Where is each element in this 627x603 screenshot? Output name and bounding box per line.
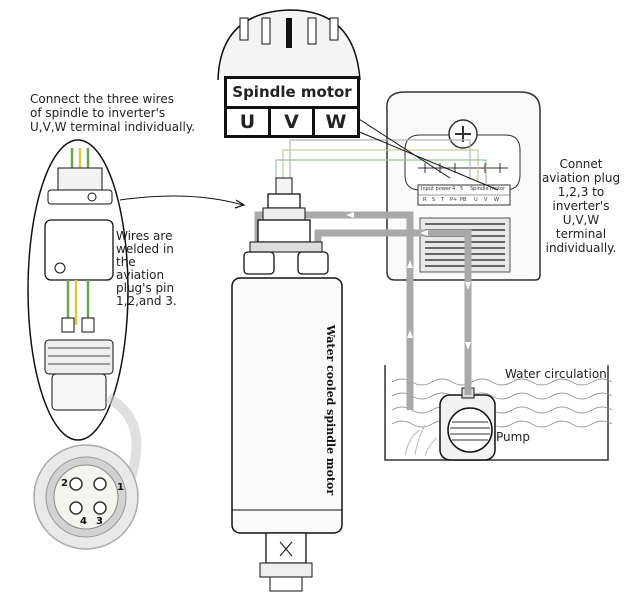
pump-label: Pump <box>496 430 530 444</box>
inverter-label-w: W <box>494 197 499 203</box>
plug-pin-4: 4 <box>80 516 87 527</box>
inverter-label-5: 5 <box>460 186 464 192</box>
right-instruction: Connet aviation plug 1,2,3 to inverter's… <box>541 157 621 255</box>
wires-note: Wires are welded in the aviation plug's … <box>116 229 177 308</box>
inverter-label-4: 4 <box>452 186 456 192</box>
spindle-motor <box>231 177 343 592</box>
left-instruction: Connect the three wires of spindle to in… <box>30 92 196 134</box>
plug-pin-3: 3 <box>96 516 103 527</box>
terminal-zoom-callout <box>217 9 361 81</box>
inverter-wires <box>275 139 487 184</box>
inverter-label-t: T <box>441 197 445 203</box>
plug-pin-1: 1 <box>117 482 124 493</box>
inverter-label-v: V <box>484 197 488 203</box>
inverter-label-input-power: Input power <box>421 186 451 192</box>
water-circulation-label: Water circulation <box>505 367 607 381</box>
spindle-motor-terminal-box: Spindle motor U V W <box>224 76 360 138</box>
spindle-motor-label: Water cooled spindle motor <box>324 324 337 496</box>
water-tank <box>384 365 613 461</box>
pump <box>439 387 496 461</box>
plug-face <box>33 393 142 550</box>
terminal-u: U <box>227 109 271 135</box>
pointer-lines <box>344 109 499 191</box>
inverter-label-r: R <box>423 197 427 203</box>
plug-pin-2: 2 <box>61 478 68 489</box>
terminal-box-title: Spindle motor <box>227 79 357 109</box>
inverter-label-s: S <box>432 197 436 203</box>
plug-zoom-callout <box>27 139 246 441</box>
inverter-label-p-plus: P+ <box>450 197 458 203</box>
terminal-v: V <box>271 109 315 135</box>
inverter-label-spindle-motor: Spindle motor <box>470 186 506 192</box>
terminal-w: W <box>325 111 347 133</box>
inverter-label-u: U <box>474 197 478 203</box>
inverter-label-pb: PB <box>460 197 467 203</box>
